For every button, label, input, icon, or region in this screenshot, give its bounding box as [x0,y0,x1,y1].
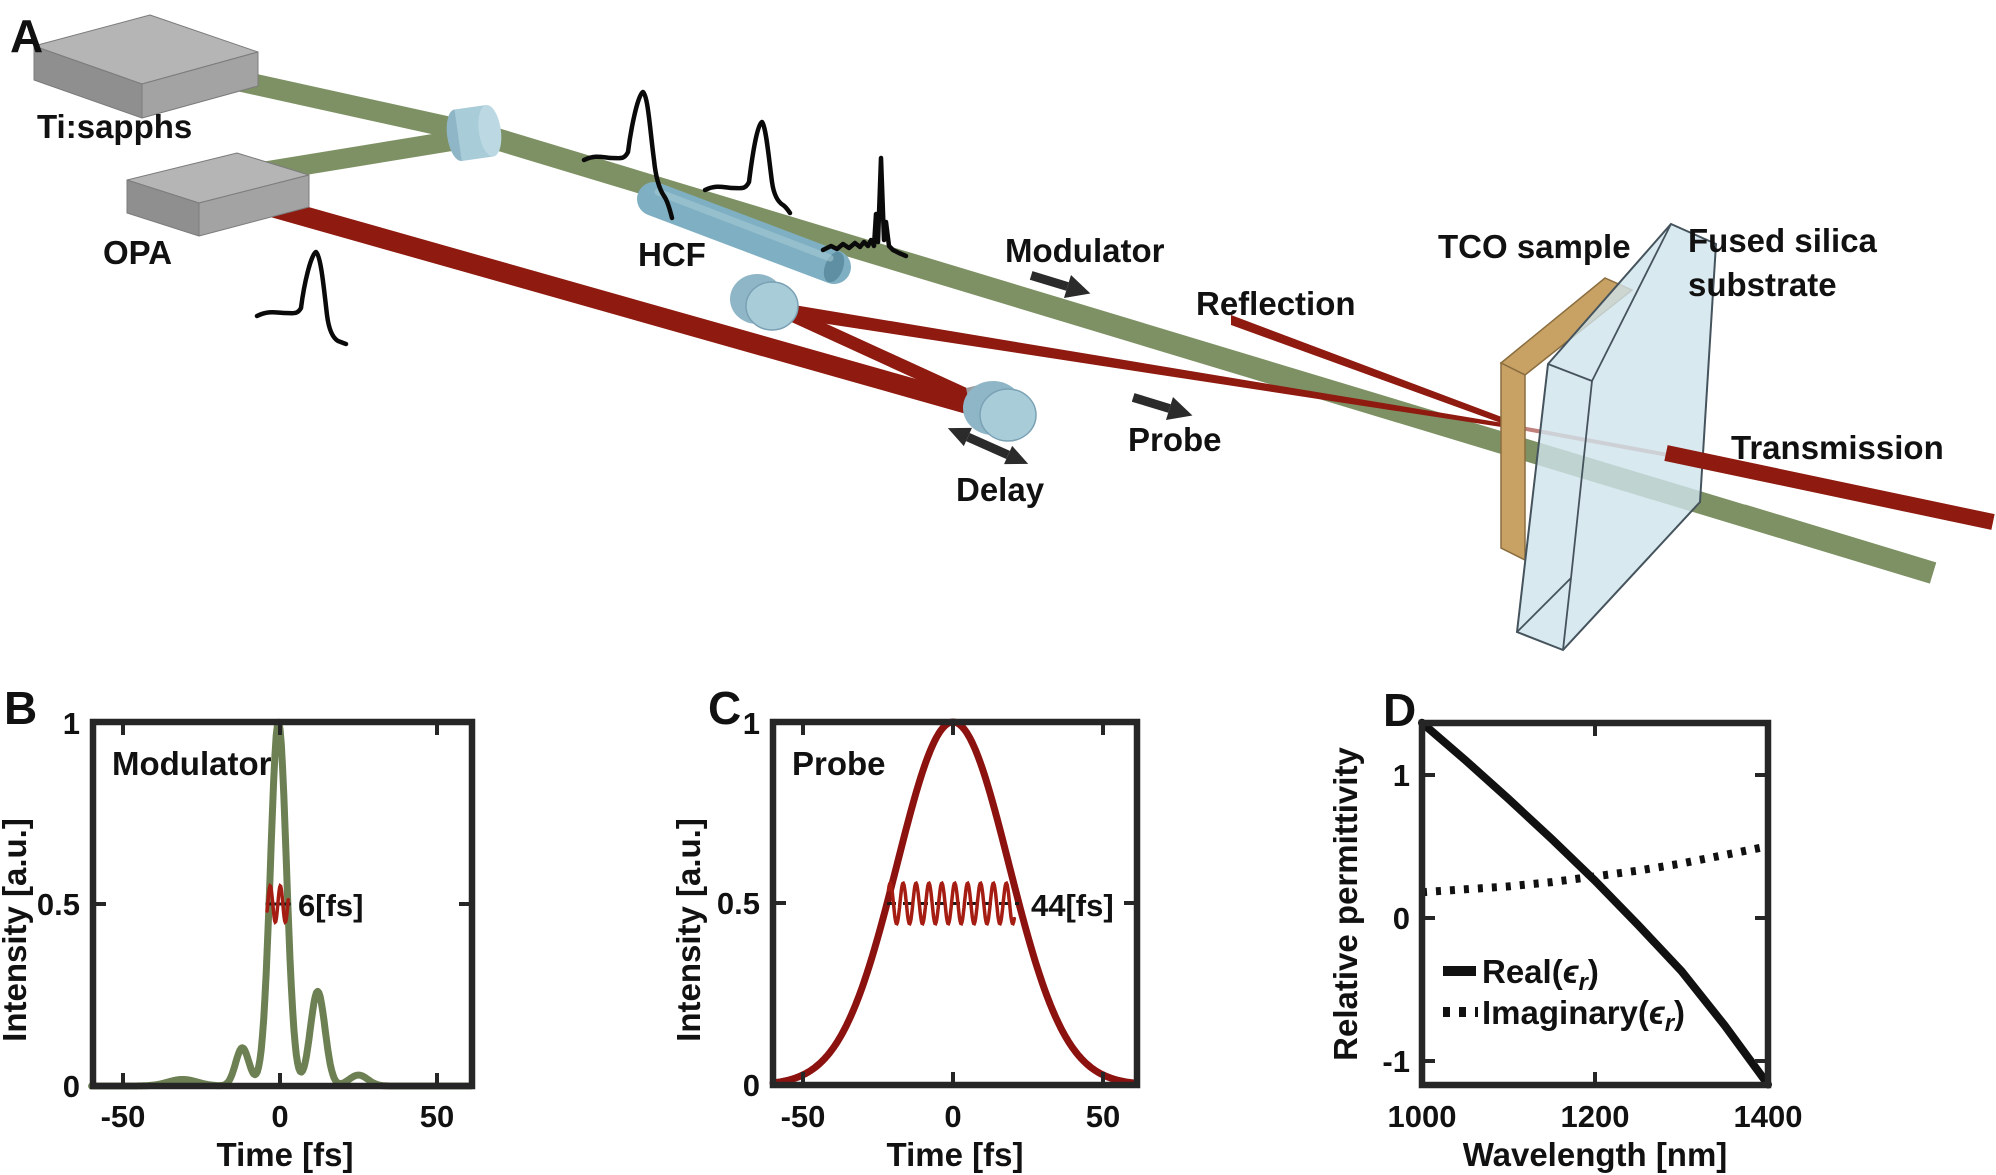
panel-a-setup-diagram: A Ti:sapphs OPA HCF Modulator Reflection… [10,10,1995,652]
plot-title: Modulator [112,745,272,782]
probe-arrow-icon [1131,393,1193,420]
opa-pulse-sketch [254,249,349,347]
y-axis-label: Relative permittivity [1327,747,1364,1061]
x-axis-label: Time [fs] [217,1136,354,1173]
ytick-1: 1 [63,706,80,741]
x-axis-label: Wavelength [nm] [1463,1136,1728,1173]
modulator-label: Modulator [1005,232,1165,269]
glass-outline [1515,222,1718,652]
panel-c-probe-pulse-chart: C Probe 44[fs] 1 0.5 0 -50 0 50 Time [fs… [670,682,1141,1173]
tco-front-face [1500,361,1526,562]
panel-b-letter: B [4,682,37,734]
y-axis-label: Intensity [a.u.] [670,818,707,1042]
panel-c-letter: C [708,682,741,734]
xtick-1400: 1400 [1734,1099,1803,1134]
ytick-05: 0.5 [717,886,760,921]
modulator-arrow-icon [1029,271,1091,298]
mirror-face [979,388,1037,442]
probe-beam-opa-to-delay [237,188,1013,426]
opa-label: OPA [103,234,172,271]
opa-box-right [198,174,310,237]
beam-combiner-optic [446,104,502,162]
compressed-pulse-sketch [820,155,909,259]
axis-ticks [93,720,472,1088]
imaginary-permittivity-curve [1421,842,1769,897]
ytick-05: 0.5 [37,887,80,922]
tisapph-box-right [141,51,259,119]
legend: Real(ϵr) Imaginary(ϵr) [1443,953,1685,1037]
ytick-1: 1 [743,706,760,741]
xtick-0: 0 [271,1099,288,1134]
mirror-face [745,281,799,331]
xtick-50: 50 [420,1099,454,1134]
hcf-tube-body [637,182,851,284]
delay-mirror-upper [730,274,799,331]
y-axis-label: Intensity [a.u.] [0,818,33,1042]
panel-a-letter: A [10,10,43,62]
hcf-label: HCF [638,236,706,273]
legend-real-label: Real(ϵr) [1482,953,1599,996]
panel-b-modulator-pulse-chart: B Modulator 6[fs] 1 0.5 0 -50 0 50 Time … [0,682,476,1173]
delay-mirror-lower [963,381,1037,442]
carrier-oscillation [886,880,1017,927]
hcf-tube-highlight [654,188,834,262]
delay-label: Delay [956,471,1045,508]
reflection-beam [1231,315,1523,431]
ytick-0: 0 [743,1068,760,1103]
transmission-beam-green [1738,504,1937,584]
xtick-1000: 1000 [1388,1099,1457,1134]
real-permittivity-curve [1418,718,1772,1089]
reflection-label: Reflection [1196,285,1356,322]
hcf-fiber [637,182,851,284]
pulse-before-hcf-sketch [581,89,675,221]
xtick-0: 0 [944,1099,961,1134]
carrier-oscillation [265,883,290,925]
delay-double-arrow-icon [947,427,1029,465]
xtick-50: 50 [1086,1099,1120,1134]
x-axis-label: Time [fs] [887,1136,1024,1173]
tisapph-label: Ti:sapphs [37,108,192,145]
xtick-1200: 1200 [1561,1099,1630,1134]
legend-imaginary-label: Imaginary(ϵr) [1482,994,1685,1037]
pulse-duration-annotation: 6[fs] [298,888,363,923]
glass-inner-edges [1516,223,1672,651]
tco-sample-label: TCO sample [1438,228,1631,265]
ytick-0: 0 [1393,901,1410,936]
transmission-label: Transmission [1731,429,1944,466]
panel-d-letter: D [1383,684,1416,736]
transmission-beam-red [1664,445,1995,530]
fused-silica-substrate [1515,222,1718,652]
opa-box [126,152,310,237]
ytick-0: 0 [63,1069,80,1104]
axis-ticks [773,720,1137,1087]
probe-label: Probe [1128,421,1222,458]
probe-beam-to-sample [782,303,1521,430]
xtick-m50: -50 [101,1099,146,1134]
modulator-beam-from-opa [260,126,484,182]
pulse-in-hcf-sketch [702,119,793,216]
plot-title: Probe [792,745,886,782]
pulse-duration-annotation: 44[fs] [1031,888,1114,923]
xtick-m50: -50 [781,1099,826,1134]
ytick-m1: -1 [1382,1044,1410,1079]
fused-silica-label-line2: substrate [1688,266,1837,303]
axis-ticks [1422,723,1768,1085]
tisapph-laser-box [33,14,259,119]
ytick-1: 1 [1393,758,1410,793]
combiner-front [478,104,502,157]
fused-silica-label-line1: Fused silica [1688,222,1878,259]
panel-d-permittivity-chart: D Real(ϵr) Imaginary(ϵr) 1 0 -1 1000 120… [1327,684,1803,1173]
